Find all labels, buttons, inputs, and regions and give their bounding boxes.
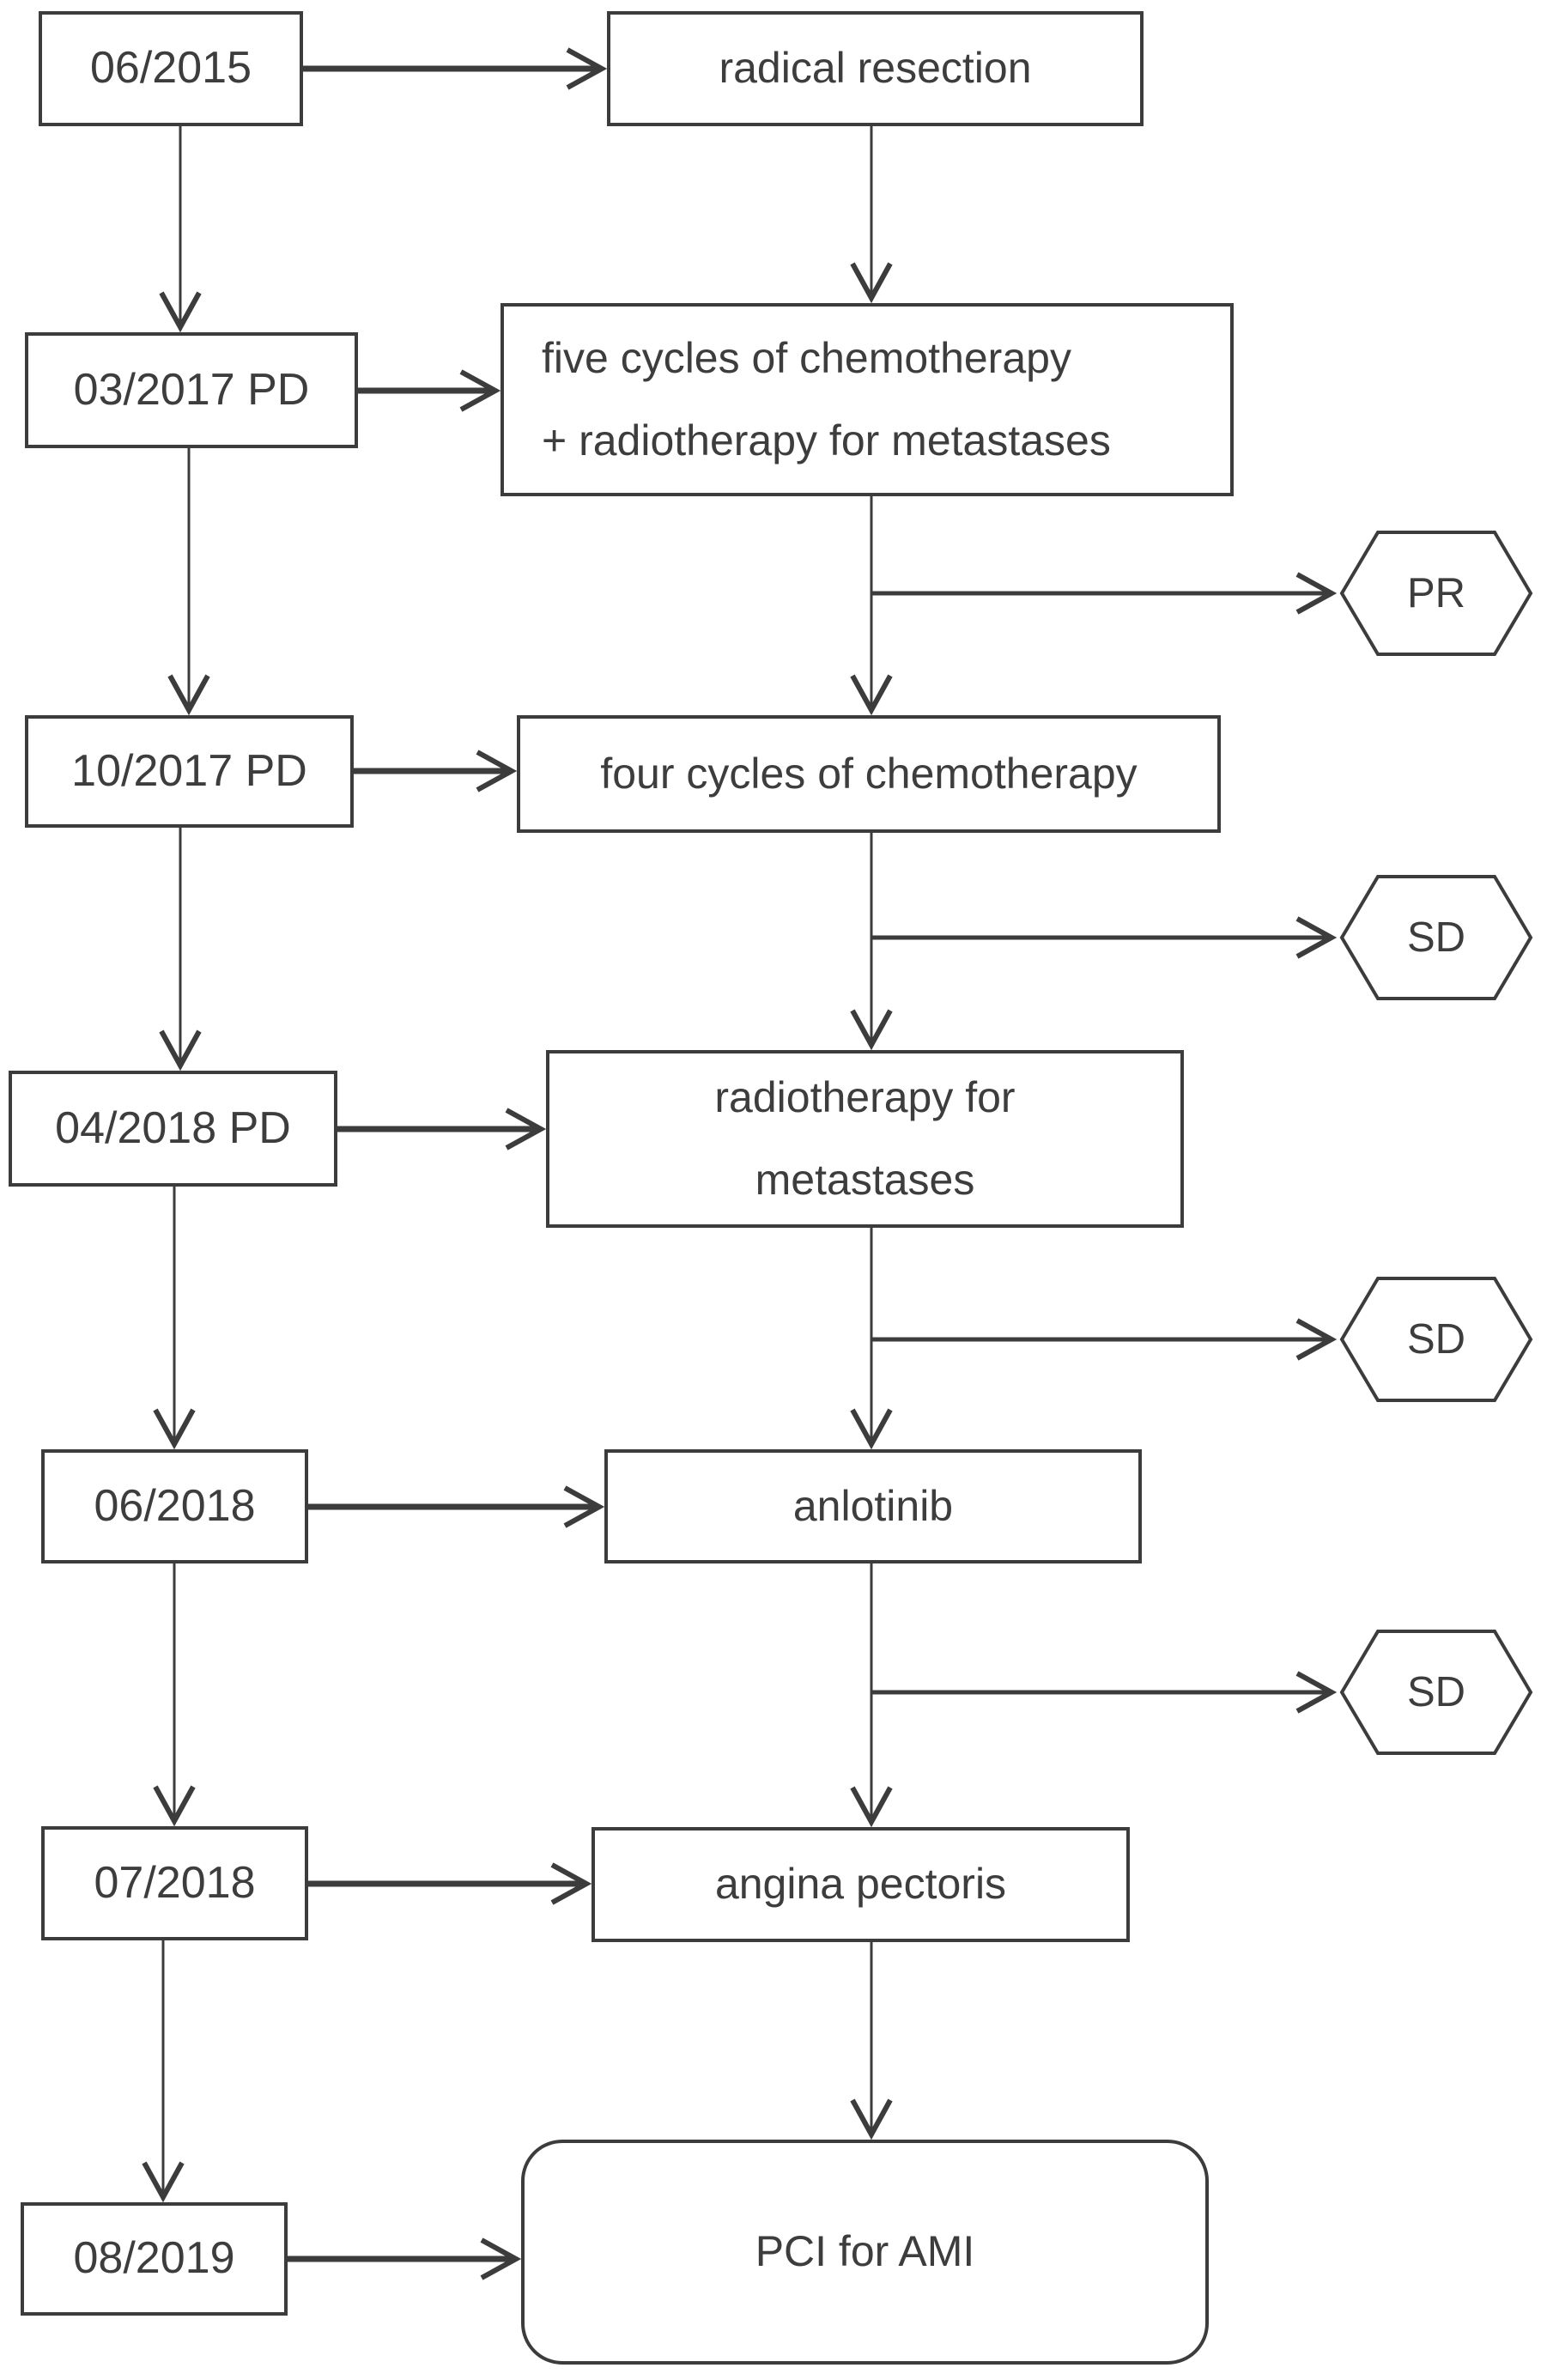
hexagon-sd-3 (1339, 1630, 1533, 1755)
node-radical-resection-label: radical resection (719, 44, 1032, 93)
node-date-07-2018-label: 07/2018 (94, 1857, 256, 1908)
node-radical-resection: radical resection (607, 11, 1144, 126)
hexagon-sd-1 (1339, 875, 1533, 1000)
node-date-06-2018-label: 06/2018 (94, 1480, 256, 1531)
node-angina-pectoris-label: angina pectoris (714, 1860, 1007, 1909)
node-pci-for-ami: PCI for AMI (521, 2140, 1209, 2365)
outcome-pr: PR (1342, 532, 1531, 654)
node-date-08-2019: 08/2019 (21, 2202, 288, 2316)
node-date-07-2018: 07/2018 (41, 1826, 308, 1940)
node-angina-pectoris: angina pectoris (592, 1827, 1130, 1942)
node-anlotinib-label: anlotinib (792, 1481, 954, 1530)
node-date-04-2018-pd: 04/2018 PD (9, 1071, 337, 1187)
node-date-03-2017-pd: 03/2017 PD (25, 332, 358, 448)
node-five-cycles-chemo-radio: five cycles of chemotherapy + radiothera… (501, 303, 1234, 496)
node-date-10-2017-pd: 10/2017 PD (25, 715, 354, 828)
node-four-cycles-chemo: four cycles of chemotherapy (517, 715, 1221, 833)
node-date-03-2017-pd-label: 03/2017 PD (73, 364, 310, 415)
node-five-cycles-chemo-radio-line2: + radiotherapy for metastases (542, 416, 1111, 464)
node-radiotherapy-metastases-line1: radiotherapy for (714, 1073, 1016, 1121)
node-date-08-2019-label: 08/2019 (73, 2233, 235, 2284)
node-five-cycles-chemo-radio-line1: five cycles of chemotherapy (542, 334, 1071, 382)
outcome-sd-3: SD (1342, 1631, 1531, 1753)
node-date-10-2017-pd-label: 10/2017 PD (71, 745, 307, 796)
node-date-06-2015-label: 06/2015 (90, 43, 252, 94)
node-date-06-2018: 06/2018 (41, 1449, 308, 1563)
node-four-cycles-chemo-label: four cycles of chemotherapy (600, 749, 1138, 798)
outcome-sd-2: SD (1342, 1278, 1531, 1400)
node-pci-for-ami-label: PCI for AMI (755, 2227, 975, 2276)
hexagon-pr (1339, 531, 1533, 656)
node-date-06-2015: 06/2015 (39, 11, 303, 126)
node-radiotherapy-metastases-line2: metastases (755, 1155, 975, 1204)
outcome-sd-3-label: SD (1406, 1669, 1466, 1715)
outcome-sd-2-label: SD (1406, 1316, 1466, 1363)
node-anlotinib: anlotinib (604, 1449, 1142, 1563)
node-radiotherapy-metastases: radiotherapy for metastases (546, 1050, 1184, 1228)
outcome-sd-1-label: SD (1406, 914, 1466, 961)
node-date-04-2018-pd-label: 04/2018 PD (55, 1102, 291, 1153)
outcome-pr-label: PR (1406, 570, 1466, 616)
hexagon-sd-2 (1339, 1277, 1533, 1402)
outcome-sd-1: SD (1342, 877, 1531, 999)
